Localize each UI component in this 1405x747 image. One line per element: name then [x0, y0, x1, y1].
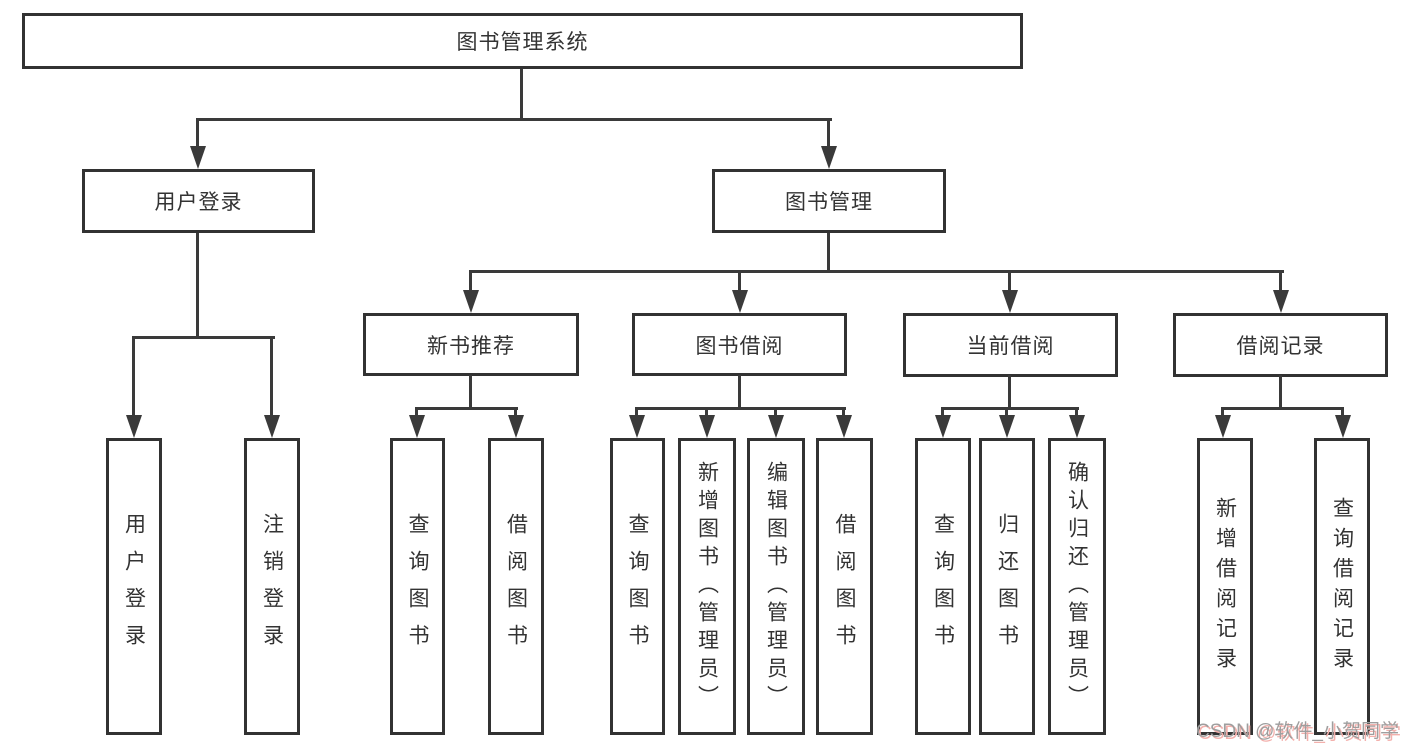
arrow-down-icon [629, 415, 645, 438]
node-label: 当前借阅 [966, 335, 1055, 358]
edge-to-leaf-stem [774, 407, 777, 419]
node-book-management: 图书管理 [712, 169, 946, 233]
node-leaf-add-borrow-record: 新增借阅记录 [1197, 438, 1253, 735]
node-leaf-query-borrow-record: 查询借阅记录 [1314, 438, 1370, 735]
arrow-down-icon [935, 415, 951, 438]
edge-book-management-split [469, 270, 1284, 273]
arrow-down-icon [463, 290, 479, 313]
node-label: 确认归还（管理员） [1065, 460, 1089, 713]
arrow-down-icon [1273, 290, 1289, 313]
edge-to-borrow-record-stem [1279, 270, 1282, 294]
node-leaf-user-login: 用户登录 [106, 438, 162, 735]
node-book-borrowing: 图书借阅 [632, 313, 847, 376]
node-leaf-edit-books-admin: 编辑图书（管理员） [747, 438, 805, 735]
edge-to-leaf-stem [1075, 407, 1078, 419]
node-label: 新书推荐 [427, 334, 515, 358]
edge-to-leaf-stem [635, 407, 638, 419]
arrow-down-icon [732, 290, 748, 313]
node-label: 借阅记录 [1236, 335, 1325, 358]
edge-user-login-stem [196, 233, 199, 338]
arrow-down-icon [1069, 415, 1085, 438]
node-label: 借阅图书 [833, 512, 856, 661]
edge-to-user-login-stem [196, 118, 199, 150]
edge-current-borrow-stem [1008, 375, 1011, 410]
edge-to-leaf-stem [514, 407, 517, 419]
node-label: 查询图书 [406, 512, 429, 661]
node-leaf-query-books-2: 查询图书 [610, 438, 665, 735]
arrow-down-icon [190, 146, 206, 169]
edge-to-leaf-stem [842, 407, 845, 419]
edge-new-book-stem [469, 375, 472, 410]
node-leaf-query-books-1: 查询图书 [390, 438, 445, 735]
edge-book-borrow-stem [738, 375, 741, 410]
edge-borrow-record-split [1221, 407, 1344, 410]
node-leaf-logout: 注销登录 [244, 438, 300, 735]
edge-to-book-management-stem [827, 118, 830, 150]
edge-to-book-borrow-stem [738, 270, 741, 294]
arrow-down-icon [1002, 290, 1018, 313]
watermark: CSDN @软件_小贺同学 [1196, 721, 1399, 742]
edge-to-leaf-stem [941, 407, 944, 419]
node-label: 注销登录 [260, 512, 284, 661]
node-leaf-query-books-3: 查询图书 [915, 438, 971, 735]
edge-to-current-borrow-stem [1008, 270, 1011, 294]
edge-borrow-record-stem [1279, 375, 1282, 410]
node-current-borrowing: 当前借阅 [903, 313, 1118, 377]
arrow-down-icon [1215, 415, 1231, 438]
node-label: 新增借阅记录 [1213, 496, 1237, 677]
node-label: 查询图书 [931, 512, 955, 661]
edge-user-login-split [132, 336, 275, 339]
edge-to-leaf-stem [132, 336, 135, 418]
node-label: 查询借阅记录 [1330, 496, 1354, 677]
node-leaf-borrow-books-2: 借阅图书 [816, 438, 873, 735]
arrow-down-icon [126, 415, 142, 438]
arrow-down-icon [264, 415, 280, 438]
edge-book-management-stem [827, 233, 830, 272]
edge-to-new-book-stem [469, 270, 472, 294]
node-label: 图书管理 [785, 191, 873, 214]
arrow-down-icon [999, 415, 1015, 438]
edge-to-leaf-stem [270, 336, 273, 418]
arrow-down-icon [821, 146, 837, 169]
node-leaf-add-books-admin: 新增图书（管理员） [678, 438, 736, 735]
edge-root-split [196, 118, 832, 121]
node-label: 新增图书（管理员） [695, 460, 719, 713]
arrow-down-icon [1335, 415, 1351, 438]
node-borrowing-records: 借阅记录 [1173, 313, 1388, 377]
node-label: 用户登录 [122, 512, 146, 661]
node-leaf-return-books: 归还图书 [979, 438, 1035, 735]
node-label: 归还图书 [995, 512, 1019, 661]
edge-to-leaf-stem [1221, 407, 1224, 419]
edge-root-stem [520, 69, 523, 118]
arrow-down-icon [836, 415, 852, 438]
node-label: 图书借阅 [695, 334, 784, 358]
edge-to-leaf-stem [1341, 407, 1344, 419]
node-label: 查询图书 [626, 512, 649, 661]
arrow-down-icon [409, 415, 425, 438]
node-label: 用户登录 [154, 191, 243, 214]
edge-book-borrow-split [635, 407, 846, 410]
node-new-book-recommendation: 新书推荐 [363, 313, 579, 376]
node-label: 借阅图书 [504, 512, 528, 661]
edge-new-book-split [415, 407, 518, 410]
arrow-down-icon [768, 415, 784, 438]
node-leaf-borrow-books-1: 借阅图书 [488, 438, 544, 735]
node-label: 编辑图书（管理员） [764, 460, 788, 713]
arrow-down-icon [699, 415, 715, 438]
node-label: 图书管理系统 [456, 31, 589, 54]
node-user-login: 用户登录 [82, 169, 315, 233]
arrow-down-icon [508, 415, 524, 438]
edge-to-leaf-stem [705, 407, 708, 419]
edge-current-borrow-split [941, 407, 1079, 410]
edge-to-leaf-stem [415, 407, 418, 419]
node-leaf-confirm-return-admin: 确认归还（管理员） [1048, 438, 1106, 735]
node-book-management-system: 图书管理系统 [22, 13, 1023, 69]
edge-to-leaf-stem [1005, 407, 1008, 419]
